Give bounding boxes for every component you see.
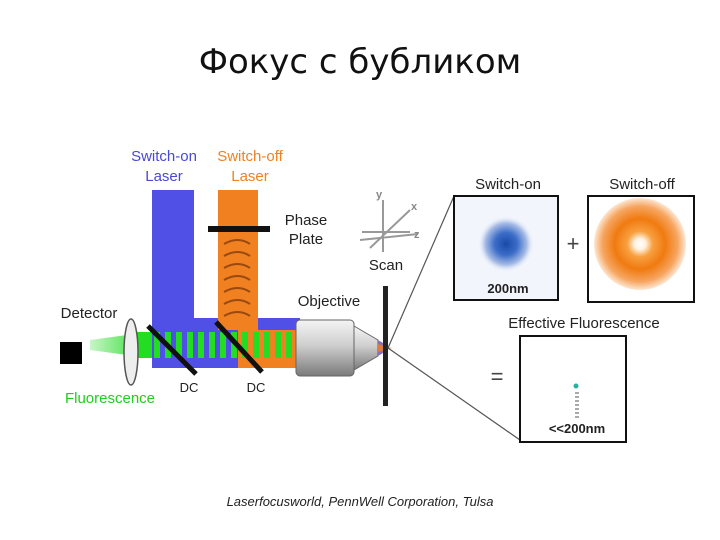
objective-lens xyxy=(295,319,392,377)
detector-label: Detector xyxy=(61,305,118,322)
dc-right-label: DC xyxy=(247,380,266,395)
dc-left-label: DC xyxy=(180,380,199,395)
switch-off-laser-label-2: Laser xyxy=(231,168,269,185)
sample-slide xyxy=(383,286,388,406)
scan-axes-icon xyxy=(359,200,419,252)
switch-on-laser-label: Switch-on xyxy=(131,148,197,165)
scan-label: Scan xyxy=(369,257,403,274)
fluorescence-label: Fluorescence xyxy=(65,390,155,407)
switch-on-panel-title: Switch-on xyxy=(475,176,541,193)
switch-off-laser-label: Switch-off xyxy=(217,148,283,165)
phase-plate-label-2: Plate xyxy=(289,231,323,248)
focusing-lens xyxy=(123,318,139,386)
phase-plate xyxy=(208,226,270,232)
switch-off-donut xyxy=(594,198,686,290)
phase-plate-label: Phase xyxy=(285,212,328,229)
detector xyxy=(60,342,82,364)
slide-title: Фокус с бубликом xyxy=(198,42,522,82)
switch-on-scale-label: 200nm xyxy=(487,281,528,296)
plus-sign: + xyxy=(567,231,580,256)
axis-x-label: x xyxy=(411,201,418,213)
zoom-lines xyxy=(387,195,521,441)
equals-sign: = xyxy=(491,364,504,389)
dichroic-mirror-left xyxy=(146,324,198,376)
axis-z-label: z xyxy=(414,229,420,241)
effective-fluorescence-title: Effective Fluorescence xyxy=(508,315,659,332)
effective-scale-label: <<200nm xyxy=(549,421,605,436)
objective-label: Objective xyxy=(298,293,361,310)
effective-fluorescence-panel xyxy=(519,335,627,443)
dichroic-mirror-right xyxy=(214,320,264,374)
switch-on-spot xyxy=(478,216,534,272)
phase-wave-pattern xyxy=(223,239,251,317)
switch-off-panel-title: Switch-off xyxy=(609,176,675,193)
switch-on-laser-label-2: Laser xyxy=(145,168,183,185)
effective-spot xyxy=(573,383,579,389)
source-credit: Laserfocusworld, PennWell Corporation, T… xyxy=(226,494,494,509)
axis-y-label: y xyxy=(376,189,383,201)
